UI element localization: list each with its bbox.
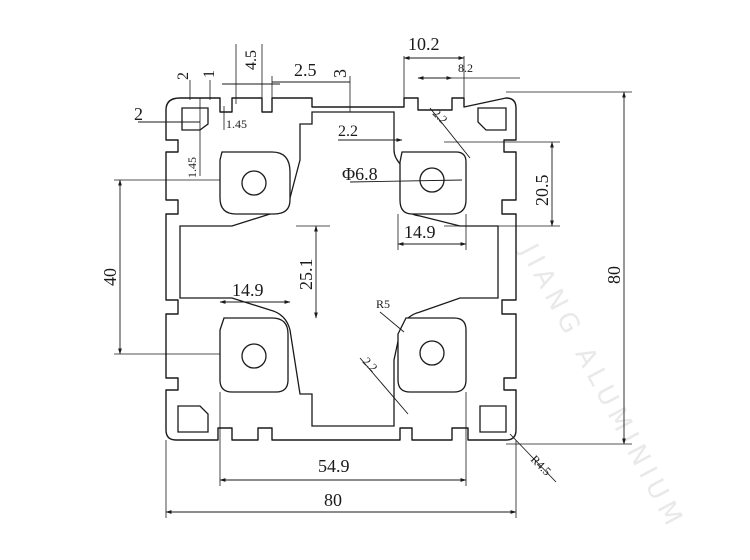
dim-overall-width: 80 [324,490,342,510]
watermark-text: JIANG ALUMINIUM [513,237,691,535]
dim-node-width-upper: 14.9 [404,222,436,242]
dim-corner-wall-b: 1 [201,70,218,78]
dim-corner-wall-a: 2 [175,72,192,80]
dim-overall-height: 80 [604,266,624,284]
corner-pocket-bottom-right [479,405,507,433]
bore-top-left [241,170,267,196]
dim-slot-inner: 8.2 [458,61,473,75]
dim-slot-opening: 10.2 [408,34,440,54]
dimension-lines [114,44,632,518]
corner-pocket-top-right [477,107,507,131]
bore-bottom-left [241,343,267,369]
dim-bore-diameter: Φ6.8 [342,164,378,184]
dim-corner-wall-c: 2 [134,104,143,124]
corner-pocket-top-left [181,107,209,131]
dim-slot-depth: 3 [330,69,350,78]
dim-corner-gap-vertical: 1.45 [185,157,199,178]
dim-lip-thickness: 2.5 [294,60,317,80]
bore-bottom-right [419,340,445,366]
dim-bore-offset: 20.5 [532,175,552,207]
dim-center-to-bore: 25.1 [296,259,316,291]
dim-fillet-radius: R5 [376,297,390,311]
dimension-labels: 80 54.9 80 40 20.5 14.9 14.9 25.1 10.2 8… [100,34,624,510]
dim-slot-pitch: 40 [100,268,120,286]
dim-node-width-lower: 14.9 [232,280,264,300]
profile-outline [165,97,517,441]
dim-bore-spacing: 54.9 [318,456,350,476]
dim-corner-gap: 1.45 [226,117,247,131]
corner-pocket-bottom-left [177,405,209,433]
dim-lip-depth: 4.5 [243,50,260,70]
dim-web-thickness: 2.2 [338,123,358,140]
